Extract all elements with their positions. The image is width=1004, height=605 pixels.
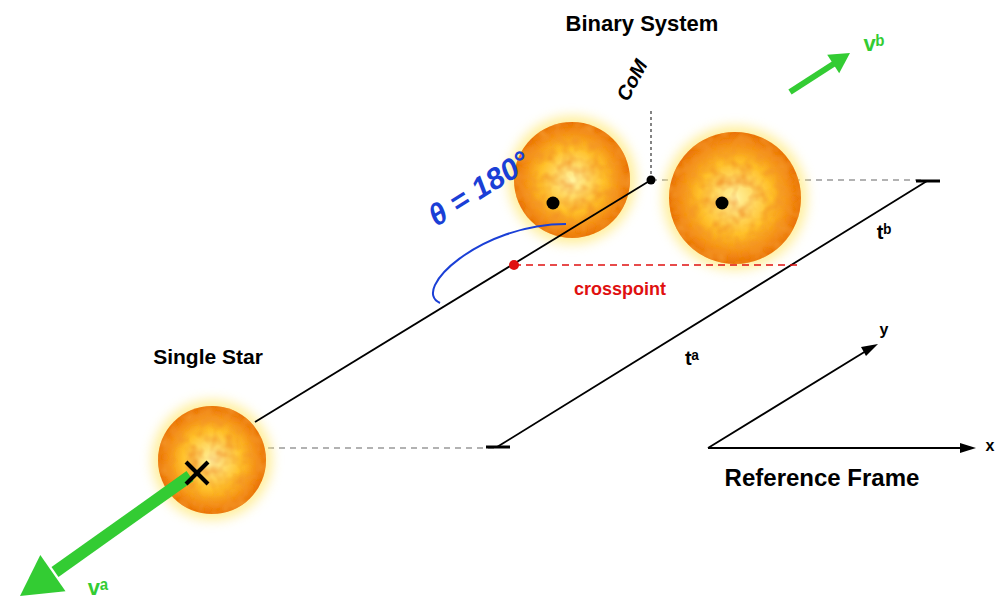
- velocity-arrowhead: [20, 555, 66, 596]
- star-centre: [716, 197, 729, 210]
- tick-mark: [916, 180, 940, 183]
- time-label: tᵃ: [685, 347, 699, 369]
- binary-star-left: [514, 122, 630, 238]
- angle-arc: [433, 224, 566, 303]
- velocity-arrowhead: [827, 53, 850, 73]
- dotted-guide: [650, 110, 651, 180]
- star-glow: [663, 126, 807, 270]
- star-heading: Single Star: [153, 345, 263, 368]
- y-axis: [708, 351, 866, 448]
- tick-mark: [486, 446, 510, 449]
- axis-label: x: [986, 437, 995, 455]
- crosspoint-line: [514, 264, 798, 266]
- frame-heading: Reference Frame: [725, 465, 920, 491]
- time-label: tᵇ: [877, 221, 891, 243]
- velocity-label: vᵇ: [864, 32, 885, 56]
- crosspoint-label: crosspoint: [574, 280, 666, 300]
- time-line: [497, 181, 927, 447]
- binary-star-right: [669, 132, 801, 264]
- velocity-arrow: [790, 63, 835, 92]
- axis-label: y: [880, 321, 889, 339]
- velocity-label: vᵃ: [88, 576, 109, 600]
- star-glow: [152, 400, 272, 520]
- com-dot: [647, 176, 656, 185]
- dashed-guide: [268, 447, 494, 448]
- velocity-arrow: [55, 476, 190, 572]
- axis-arrowhead: [960, 443, 976, 453]
- cross-mark: [186, 462, 208, 484]
- crosspoint-dot: [509, 260, 519, 270]
- single-star: [158, 406, 266, 514]
- star-centre: [547, 197, 560, 210]
- x-axis: [708, 447, 962, 449]
- cross-mark: [186, 462, 208, 484]
- system-heading: Binary System: [566, 12, 719, 36]
- axis-arrowhead: [861, 344, 878, 356]
- star-glow: [508, 116, 636, 244]
- com-label: CoM: [612, 56, 652, 105]
